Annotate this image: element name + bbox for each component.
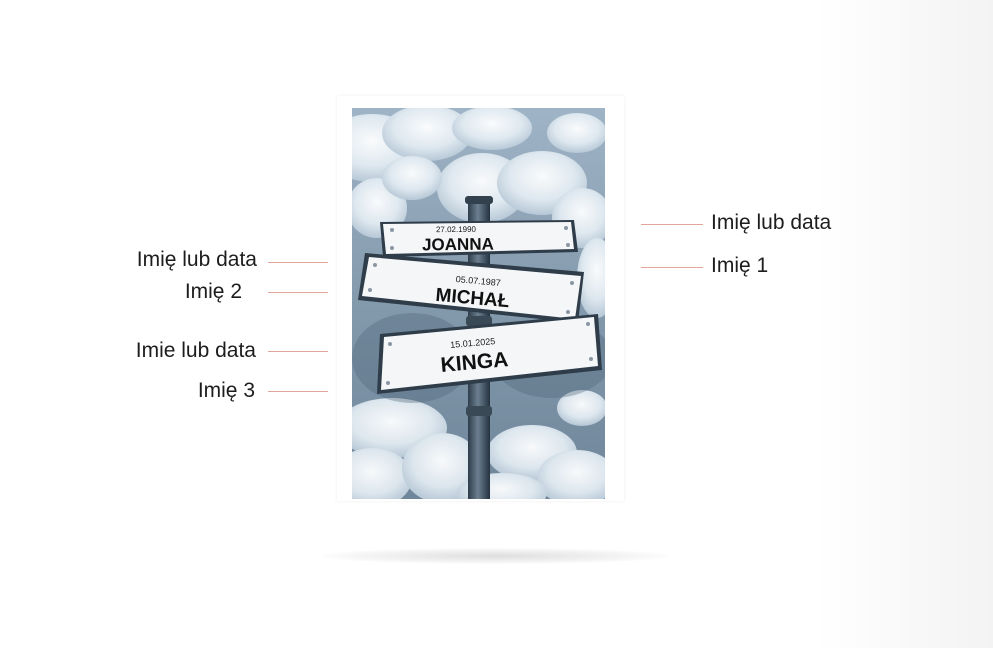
annotation-left-2: Imię 2 [184,280,242,303]
poster-floor-shadow [320,548,670,564]
sign-1-date: 27.02.1990 [436,225,477,234]
signpost-illustration: 27.02.1990 JOANNA 05.07.1987 MICHAŁ 15.0… [352,108,605,499]
annotation-right-2: Imię 1 [711,254,769,277]
leader-line-left-4 [268,391,328,392]
sign-1-name: JOANNA [422,235,494,255]
annotation-left-1: Imię lub data [136,248,257,271]
leader-line-left-3 [268,351,328,352]
annotation-right-1: Imię lub data [711,211,832,234]
poster-artwork: 27.02.1990 JOANNA 05.07.1987 MICHAŁ 15.0… [352,108,605,499]
annotation-left-3: Imie lub data [135,339,256,362]
leader-line-right-2 [641,267,703,268]
leader-line-left-1 [268,262,328,263]
poster-frame: 27.02.1990 JOANNA 05.07.1987 MICHAŁ 15.0… [337,96,624,501]
leader-line-left-2 [268,292,328,293]
sign-3-date: 15.01.2025 [450,336,496,350]
annotation-left-4: Imię 3 [197,379,255,402]
leader-line-right-1 [641,224,703,225]
sign-2-date: 05.07.1987 [455,274,501,288]
